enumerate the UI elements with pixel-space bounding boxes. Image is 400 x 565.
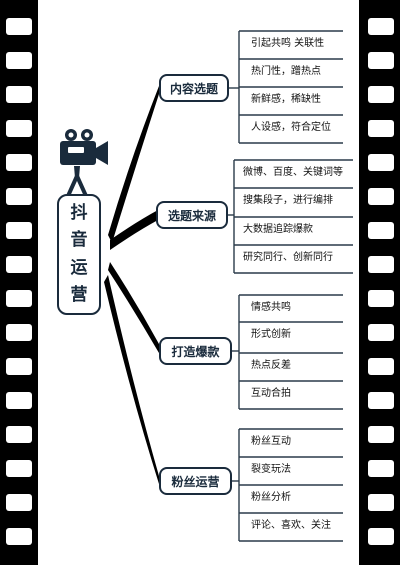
film-hole [6,154,32,171]
film-hole [6,290,32,307]
center-char: 运 [70,257,88,278]
leaf-label: 大数据追踪爆款 [243,224,313,235]
film-hole [6,324,32,341]
center-char: 音 [70,230,88,251]
film-hole [368,86,394,103]
film-hole [368,154,394,171]
branch-connector-1 [108,86,159,243]
center-char: 抖 [70,203,88,224]
film-hole [6,426,32,443]
branch-connector-3 [108,262,159,353]
film-hole [6,528,32,545]
film-hole [368,256,394,273]
film-hole [6,188,32,205]
leaf-label: 人设感，符合定位 [251,122,331,133]
film-hole [6,358,32,375]
branch-box-hit-content: 打造爆款 [159,337,232,365]
branch-connector-2 [110,210,158,250]
film-hole [6,52,32,69]
film-hole [6,392,32,409]
film-hole [368,18,394,35]
leaf-label: 新鲜感，稀缺性 [251,94,321,105]
center-char: 营 [70,284,88,305]
connector-layer [60,30,353,542]
leaf-label: 研究同行、创新同行 [243,252,333,263]
film-hole [368,426,394,443]
leaf-label: 评论、喜欢、关注 [251,520,331,531]
branch-box-topic-sources: 选题来源 [156,201,228,229]
film-hole [368,460,394,477]
leaf-label: 情感共鸣 [251,302,291,313]
tripod-icon [66,174,88,198]
branch-box-content-topics: 内容选题 [159,74,229,102]
film-hole [6,494,32,511]
film-hole [368,324,394,341]
branch-box-fan-operations: 粉丝运营 [159,467,232,495]
film-hole [368,120,394,137]
mind-map-canvas: 抖 音 运 营 内容选题 选题来源 打造爆款 粉丝运营 引起共鸣 关联性 热门性… [38,0,359,565]
film-hole [6,18,32,35]
leaf-label: 引起共鸣 关联性 [251,38,325,49]
center-topic-box: 抖 音 运 营 [57,194,101,315]
film-hole [368,188,394,205]
leaf-label: 粉丝分析 [251,492,291,503]
film-hole [368,392,394,409]
leaf-label: 粉丝互动 [251,436,291,447]
film-hole [368,222,394,239]
leaf-label: 微博、百度、关键词等 [243,167,343,178]
film-hole [6,86,32,103]
video-camera-icon [60,129,108,178]
leaf-label: 搜集段子，进行编排 [243,195,333,206]
leaf-label: 热门性，蹭热点 [251,66,321,77]
film-hole [368,528,394,545]
leaf-label: 热点反差 [251,360,291,371]
leaf-label: 裂变玩法 [251,464,291,475]
film-hole [6,460,32,477]
leaf-label: 形式创新 [251,329,291,340]
film-hole [368,494,394,511]
film-hole [368,290,394,307]
film-hole [6,120,32,137]
branch-connector-4 [104,275,159,484]
film-hole [6,256,32,273]
leaf-label: 互动合拍 [251,388,291,399]
film-hole [368,52,394,69]
film-hole [368,358,394,375]
film-hole [6,222,32,239]
